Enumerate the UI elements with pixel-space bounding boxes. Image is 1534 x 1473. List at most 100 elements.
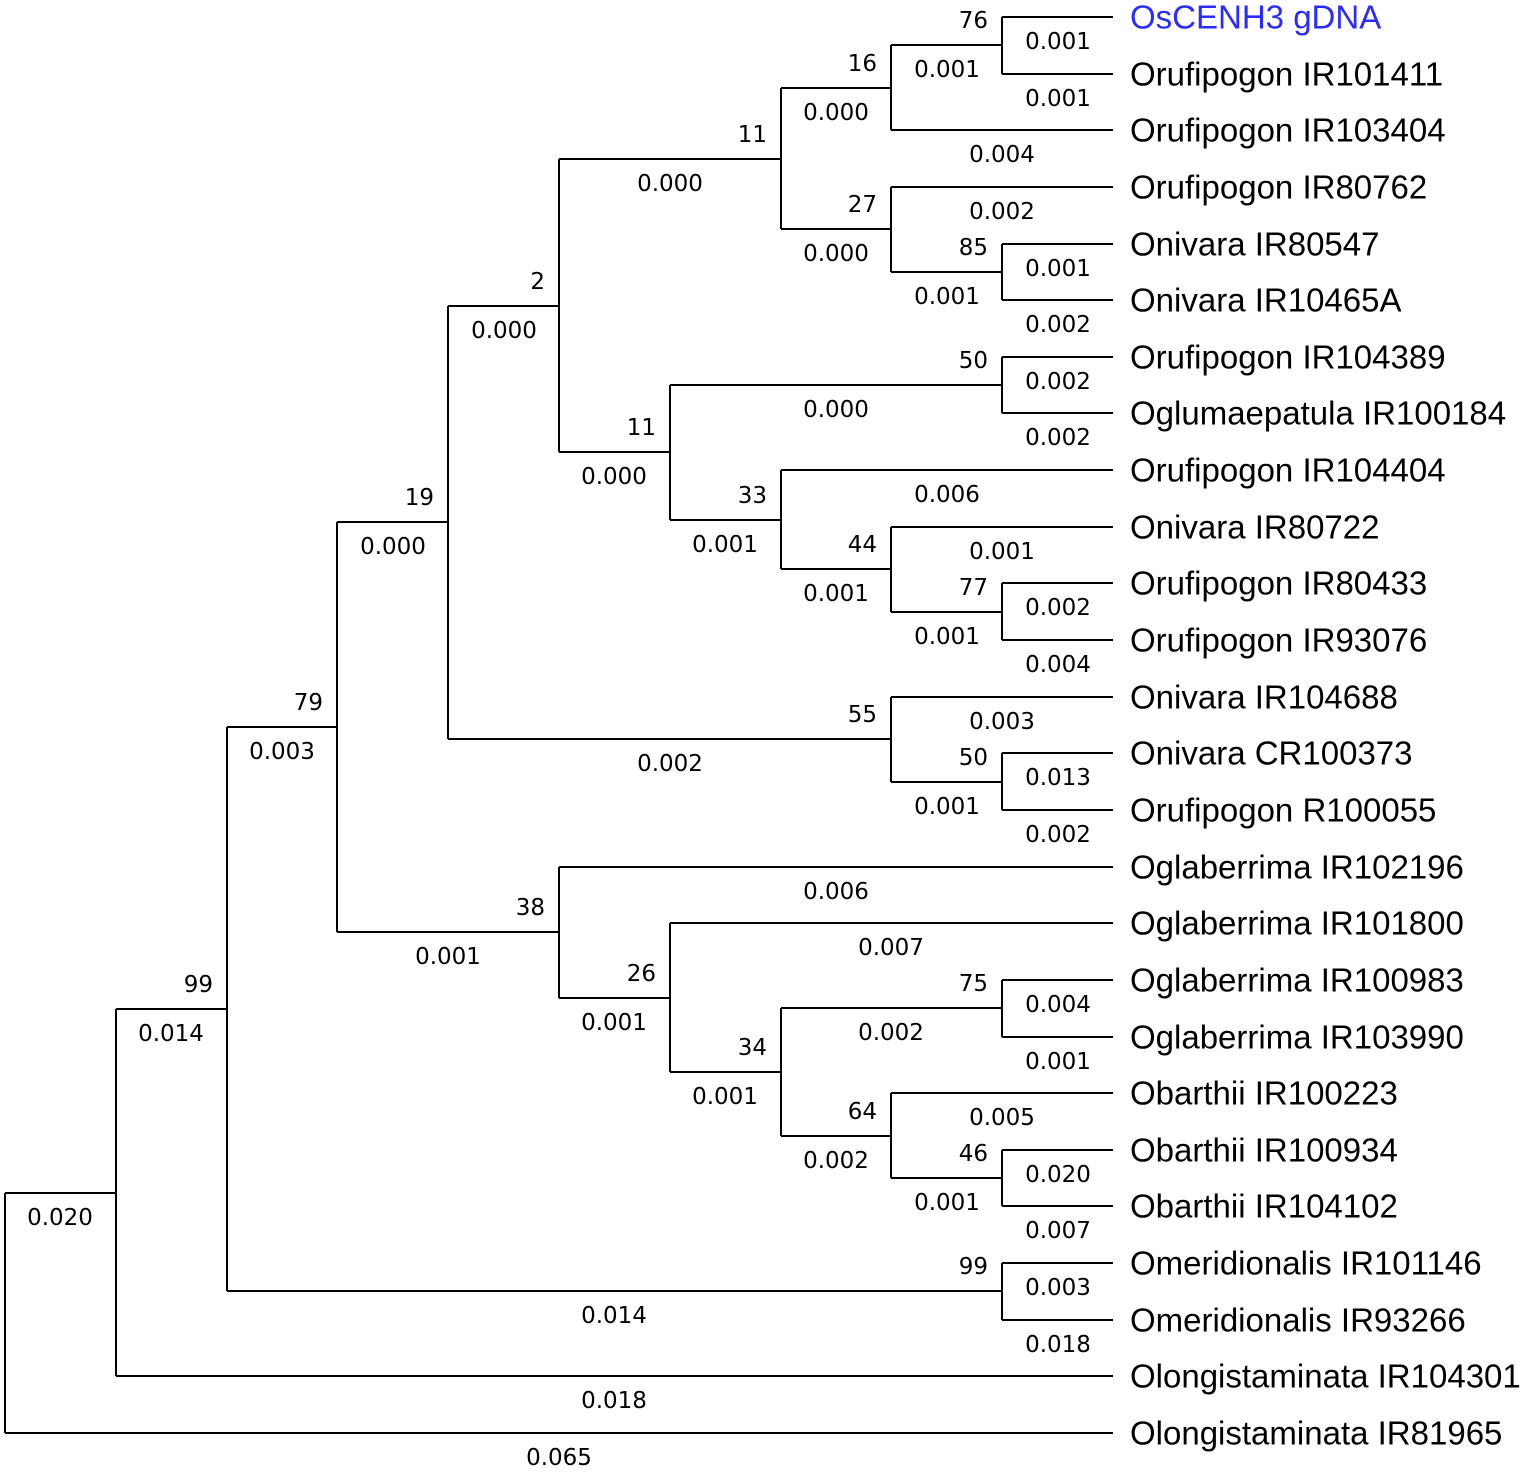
branch-length-label: 0.007 [1025,1218,1091,1244]
bootstrap-value: 26 [627,961,656,987]
bootstrap-value: 77 [959,575,988,601]
branch-length-label: 0.006 [914,482,980,508]
bootstrap-value: 99 [184,972,213,998]
bootstrap-value: 64 [848,1099,877,1125]
leaf-label: Onivara IR104688 [1130,679,1398,716]
bootstrap-value: 38 [516,895,545,921]
branch-length-label: 0.000 [803,241,869,267]
branch-length-label: 0.002 [1025,822,1091,848]
bootstrap-value: 99 [959,1254,988,1280]
bootstrap-value: 33 [738,483,767,509]
leaf-label: Obarthii IR104102 [1130,1188,1398,1225]
branch-length-label: 0.018 [581,1388,647,1414]
branch-length-label: 0.020 [27,1205,93,1231]
leaf-label: Oglaberrima IR102196 [1130,849,1464,886]
branch-length-label: 0.003 [249,739,315,765]
leaf-label: Orufipogon IR80433 [1130,565,1427,602]
leaf-label: Orufipogon R100055 [1130,792,1436,829]
leaf-label: Oglaberrima IR101800 [1130,905,1464,942]
branch-length-label: 0.004 [969,142,1035,168]
branch-length-label: 0.018 [1025,1332,1091,1358]
branch-length-label: 0.001 [1025,256,1091,282]
branch-length-label: 0.065 [526,1445,592,1471]
bootstrap-value: 50 [959,348,988,374]
branch-length-label: 0.001 [1025,86,1091,112]
branch-length-label: 0.020 [1025,1162,1091,1188]
branch-length-label: 0.000 [803,100,869,126]
branch-length-label: 0.001 [1025,29,1091,55]
leaf-label: Onivara IR10465A [1130,282,1402,319]
bootstrap-value: 46 [959,1141,988,1167]
leaf-label: Obarthii IR100223 [1130,1075,1398,1112]
bootstrap-value: 55 [848,702,877,728]
branch-length-label: 0.002 [858,1020,924,1046]
leaf-label: Orufipogon IR101411 [1130,56,1443,93]
leaf-label: Oglaberrima IR100983 [1130,962,1464,999]
branch-length-label: 0.002 [1025,425,1091,451]
leaf-label: Orufipogon IR93076 [1130,622,1427,659]
branch-length-label: 0.002 [1025,312,1091,338]
branch-length-label: 0.007 [858,935,924,961]
leaf-label: Omeridionalis IR101146 [1130,1245,1482,1282]
branch-length-label: 0.003 [969,709,1035,735]
branch-length-label: 0.001 [914,57,980,83]
branch-length-label: 0.000 [581,464,647,490]
branch-length-label: 0.000 [360,534,426,560]
bootstrap-value: 79 [294,690,323,716]
leaf-label: Orufipogon IR103404 [1130,112,1446,149]
branch-length-label: 0.000 [637,171,703,197]
bootstrap-value: 2 [530,269,545,295]
leaf-label: Orufipogon IR104389 [1130,339,1446,376]
leaf-label: Orufipogon IR104404 [1130,452,1446,489]
branch-length-label: 0.001 [914,794,980,820]
branch-length-label: 0.001 [969,539,1035,565]
branch-length-label: 0.001 [692,532,758,558]
bootstrap-value: 76 [959,8,988,34]
branch-length-label: 0.004 [1025,652,1091,678]
leaf-label: Oglaberrima IR103990 [1130,1019,1464,1056]
branch-length-label: 0.004 [1025,992,1091,1018]
bootstrap-value: 11 [738,122,767,148]
branch-length-label: 0.001 [914,624,980,650]
leaf-label: Olongistaminata IR104301 [1130,1358,1521,1395]
branch-length-label: 0.002 [1025,369,1091,395]
branch-length-label: 0.002 [1025,595,1091,621]
branch-length-label: 0.005 [969,1105,1035,1131]
bootstrap-value: 34 [738,1035,767,1061]
leaf-label: Obarthii IR100934 [1130,1132,1398,1169]
branch-length-label: 0.014 [138,1021,204,1047]
branch-length-label: 0.001 [581,1010,647,1036]
branch-length-label: 0.001 [415,944,481,970]
bootstrap-value: 16 [848,51,877,77]
branch-length-label: 0.006 [803,879,869,905]
bootstrap-value: 27 [848,192,877,218]
bootstrap-value: 44 [848,532,877,558]
branch-length-label: 0.002 [637,751,703,777]
branch-length-label: 0.002 [969,199,1035,225]
branch-length-label: 0.000 [471,318,537,344]
leaf-label: OsCENH3 gDNA [1130,0,1381,36]
branch-length-label: 0.001 [692,1084,758,1110]
leaf-label: Onivara IR80722 [1130,509,1379,546]
leaf-label: Onivara CR100373 [1130,735,1413,772]
branch-length-label: 0.001 [803,581,869,607]
branch-length-label: 0.001 [1025,1049,1091,1075]
branch-length-label: 0.001 [914,284,980,310]
leaf-label: Oglumaepatula IR100184 [1130,395,1506,432]
bootstrap-value: 11 [627,415,656,441]
branch-length-label: 0.002 [803,1148,869,1174]
branch-length-label: 0.000 [803,397,869,423]
leaf-label: Onivara IR80547 [1130,226,1379,263]
bootstrap-value: 75 [959,971,988,997]
bootstrap-value: 50 [959,745,988,771]
branches-group [4,16,1113,1434]
bootstrap-value: 85 [959,235,988,261]
branch-length-label: 0.014 [581,1303,647,1329]
leaf-label: Orufipogon IR80762 [1130,169,1427,206]
branch-length-label: 0.001 [914,1190,980,1216]
labels-group: 0.020 0.014 99 0.003 79 0.000 19 0.000 2 0.000 11 0… [27,0,1521,1471]
bootstrap-value: 19 [405,485,434,511]
leaf-label: Olongistaminata IR81965 [1130,1415,1502,1452]
leaf-label: Omeridionalis IR93266 [1130,1302,1466,1339]
